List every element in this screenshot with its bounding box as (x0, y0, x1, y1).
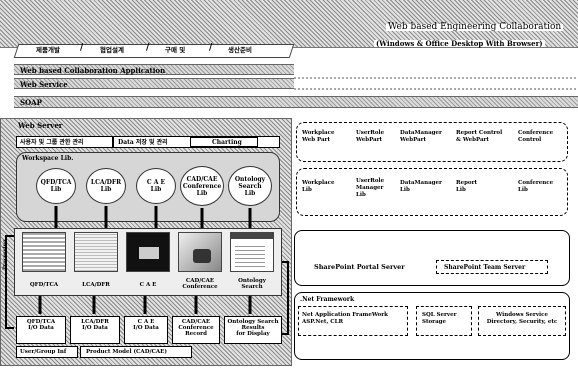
dotnet-windows: Windows Service Directory, Security, etc (484, 312, 560, 326)
dotnet-title: .Net Framework (300, 296, 354, 303)
lib-report: Report Lib (456, 180, 477, 194)
data-cae: C A E I/O Data (124, 316, 168, 344)
app-lca-dfr-caption: LCA/DFR (72, 282, 120, 288)
webpart-datamanager: DataManager WebPart (400, 130, 442, 144)
webpart-report-control: Report Control & WebPart (456, 130, 502, 144)
app-cae-caption: C A E (124, 282, 172, 288)
app-ontology-caption: Ontology Search (228, 278, 276, 290)
data-qfd-tca: QFD/TCA I/O Data (16, 316, 66, 344)
app-lca-dfr-screenshot[interactable] (74, 232, 118, 272)
app-cae-screenshot[interactable] (126, 232, 170, 272)
lib-workplace: Workplace Lib (302, 180, 334, 194)
lib-userrole-manager: UserRole Manager Lib (356, 178, 384, 199)
bottom-user-group-label: User/Group Inf (20, 349, 66, 356)
ontology-content (235, 243, 265, 267)
dotnet-sql: SQL Server Storage (422, 312, 457, 326)
app-ontology-screenshot[interactable] (230, 232, 274, 272)
lib-conference: Conference Lib (518, 180, 553, 194)
sharepoint-team-label: SharePoint Team Server (444, 264, 525, 271)
app-cad-cae-caption: CAD/CAE Conference (176, 278, 224, 290)
sharepoint-portal-label: SharePoint Portal Server (314, 264, 405, 271)
bottom-product-model-label: Product Model (CAD/CAE) (86, 349, 167, 356)
app-cad-cae-screenshot[interactable] (178, 232, 222, 272)
dotnet-app-framework: Net Application FrameWork ASP.Net, CLR (302, 312, 388, 326)
app-qfd-tca-caption: QFD/TCA (20, 282, 68, 288)
cae-mesh-shape (139, 247, 159, 259)
lib-datamanager: DataManager Lib (400, 180, 442, 194)
data-cad-cae-record: CAD/CAE Conference Record (172, 316, 220, 344)
webpart-conference-control: Conference Control (518, 130, 553, 144)
webpart-userrole: UserRole WebPart (356, 130, 384, 144)
data-lca-dfr: LCA/DFR I/O Data (70, 316, 120, 344)
app-qfd-tca-screenshot[interactable] (22, 232, 66, 272)
webpart-workplace: Workplace Web Part (302, 130, 334, 144)
sharepoint-panel (294, 230, 570, 286)
processing-side-label: Processing (2, 239, 9, 270)
ontology-window-bar (231, 233, 274, 239)
cad-model-shape (193, 249, 211, 263)
data-ontology-results: Ontology Search Results for Display (224, 316, 282, 344)
